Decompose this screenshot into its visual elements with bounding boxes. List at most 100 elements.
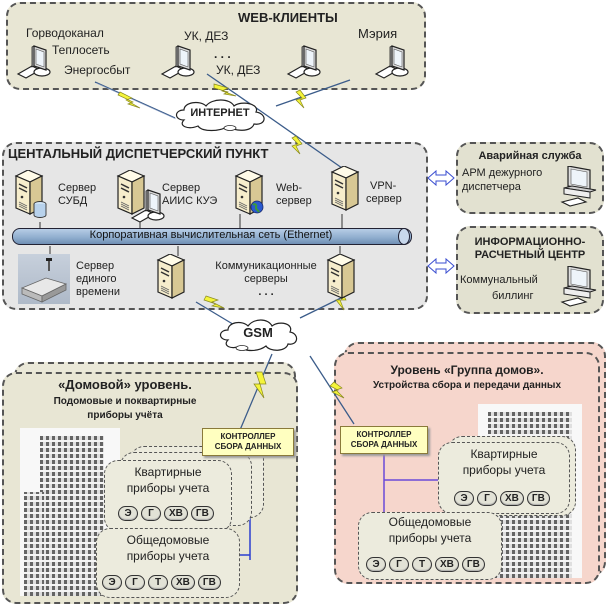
link-comm-gsm <box>195 301 237 327</box>
central-dispatch-panel <box>2 142 428 310</box>
group-controller-label-1: КОНТРОЛЛЕР <box>356 430 412 439</box>
link-energosbyt-internet <box>94 81 176 119</box>
computer-icon <box>161 45 195 79</box>
gps-receiver-icon <box>20 258 68 303</box>
meter-electricity: Э <box>118 506 138 521</box>
meter-cold-water: ХВ <box>164 506 188 521</box>
group-apartment-label-1: Квартирные <box>470 447 538 461</box>
house-controller-label-1: КОНТРОЛЛЕР <box>220 432 276 441</box>
client-label-uk-dez-1: УК, ДЕЗ <box>184 29 229 43</box>
house-level-title: «Домовой» уровень. <box>58 377 192 392</box>
web-server-label-1: Web- <box>276 182 303 194</box>
group-apartment-label-2: приборы учета <box>462 463 546 477</box>
client-label-gorvodokanal: Горводоканал <box>26 26 104 40</box>
comm-servers-label-3: . . . <box>258 286 274 298</box>
group-level-title: Уровень «Группа домов». <box>390 363 544 377</box>
computer-icon <box>375 45 409 79</box>
client-label-teploset: Теплосеть <box>52 43 110 57</box>
lightning-icon <box>203 295 225 309</box>
comm-servers-label-2: серверы <box>244 273 288 285</box>
web-server-label-2: сервер <box>276 195 312 207</box>
meter-electricity: Э <box>366 557 386 572</box>
lightning-icon <box>117 91 141 109</box>
gsm-label: GSM <box>243 325 273 340</box>
meter-cold-water: ХВ <box>500 491 524 506</box>
billing-line-2: биллинг <box>492 290 534 302</box>
server-aiis-label-1: Сервер <box>162 182 201 194</box>
comm-server-icon <box>157 254 185 299</box>
client-label-uk-dez-2: УК, ДЕЗ <box>216 63 261 77</box>
emergency-title: Аварийная служба <box>478 150 582 162</box>
meter-gas: Г <box>389 557 409 572</box>
meter-gas: Г <box>477 491 497 506</box>
house-apartment-label-2: приборы учета <box>126 481 210 495</box>
computer-icon <box>17 45 51 79</box>
meter-electricity: Э <box>102 575 122 590</box>
house-apartment-label-1: Квартирные <box>134 465 202 479</box>
web-clients-panel <box>6 2 426 90</box>
house-data-controller: КОНТРОЛЛЕР СБОРА ДАННЫХ <box>202 428 294 456</box>
house-level-subtitle-2: приборы учёта <box>87 410 163 421</box>
server-dbms-label-1: Сервер <box>58 182 97 194</box>
group-common-label-2: приборы учета <box>388 531 472 545</box>
billing-center-title-2: РАСЧЕТНЫЙ ЦЕНТР <box>474 249 586 261</box>
lightning-icon <box>253 371 267 399</box>
meter-hot-water: ГВ <box>197 575 221 590</box>
house-controller-label-2: СБОРА ДАННЫХ <box>214 442 282 451</box>
link-gsm-group-controller <box>309 355 355 425</box>
ethernet-bus <box>12 228 412 245</box>
time-server-label-2: единого <box>76 273 117 285</box>
meter-cold-water: ХВ <box>171 575 195 590</box>
time-server-label-3: времени <box>76 286 120 298</box>
ethernet-bus-end <box>398 228 410 245</box>
client-label-merya: Мэрия <box>358 26 398 41</box>
server-dbms-label-2: СУБД <box>58 195 88 207</box>
vpn-server-label-1: VPN- <box>370 180 397 192</box>
internet-label: ИНТЕРНЕТ <box>190 107 250 119</box>
internet-cloud <box>175 99 265 132</box>
link-gsm-house-controller <box>239 353 273 431</box>
central-dispatch-title: ЦЕНТАЛЬНЫЙ ДИСПЕТЧЕРСКИЙ ПУНКТ <box>8 146 269 161</box>
workstation-icon <box>561 166 597 207</box>
house-common-label-2: приборы учета <box>126 549 210 563</box>
group-controller-label-2: СБОРА ДАННЫХ <box>350 440 418 449</box>
meter-gas: Г <box>125 575 145 590</box>
web-clients-title: WEB-КЛИЕНТЫ <box>238 10 338 25</box>
meter-heat: Т <box>412 557 432 572</box>
billing-line-1: Коммунальный <box>460 274 538 286</box>
link-merya-internet <box>275 79 351 107</box>
comm-server-icon <box>327 254 355 299</box>
server-aiis-label-2: АИИС КУЭ <box>162 195 218 207</box>
meter-heat: Т <box>148 575 168 590</box>
house-level-subtitle-1: Подомовые и поквартирные <box>53 396 197 407</box>
meter-electricity: Э <box>454 491 474 506</box>
lightning-icon <box>329 381 345 399</box>
lightning-icon <box>291 135 303 155</box>
comm-servers-label-1: Коммуникационные <box>215 260 317 272</box>
lightning-icon <box>295 89 307 109</box>
computer-icon <box>287 45 321 79</box>
client-label-energosbyt: Энергосбыт <box>64 63 131 77</box>
lightning-icon <box>213 83 237 97</box>
workstation-icon <box>561 266 597 307</box>
double-arrow-icon <box>427 169 455 275</box>
group-common-label-1: Общедомовые <box>388 515 472 529</box>
meter-gas: Г <box>141 506 161 521</box>
gsm-cloud <box>219 319 298 352</box>
building-image <box>20 428 120 596</box>
group-data-controller: КОНТРОЛЛЕР СБОРА ДАННЫХ <box>340 426 428 454</box>
billing-center-title-1: ИНФОРМАЦИОННО- <box>474 236 586 248</box>
meter-hot-water: ГВ <box>190 506 214 521</box>
meter-hot-water: ГВ <box>526 491 550 506</box>
vpn-server-label-2: сервер <box>366 193 402 205</box>
meter-cold-water: ХВ <box>435 557 459 572</box>
time-server-device <box>18 254 70 304</box>
group-level-subtitle: Устройства сбора и передачи данных <box>372 380 562 391</box>
meter-hot-water: ГВ <box>461 557 485 572</box>
globe-icon <box>250 200 264 214</box>
client-label-ellipsis: . . . <box>214 47 231 61</box>
